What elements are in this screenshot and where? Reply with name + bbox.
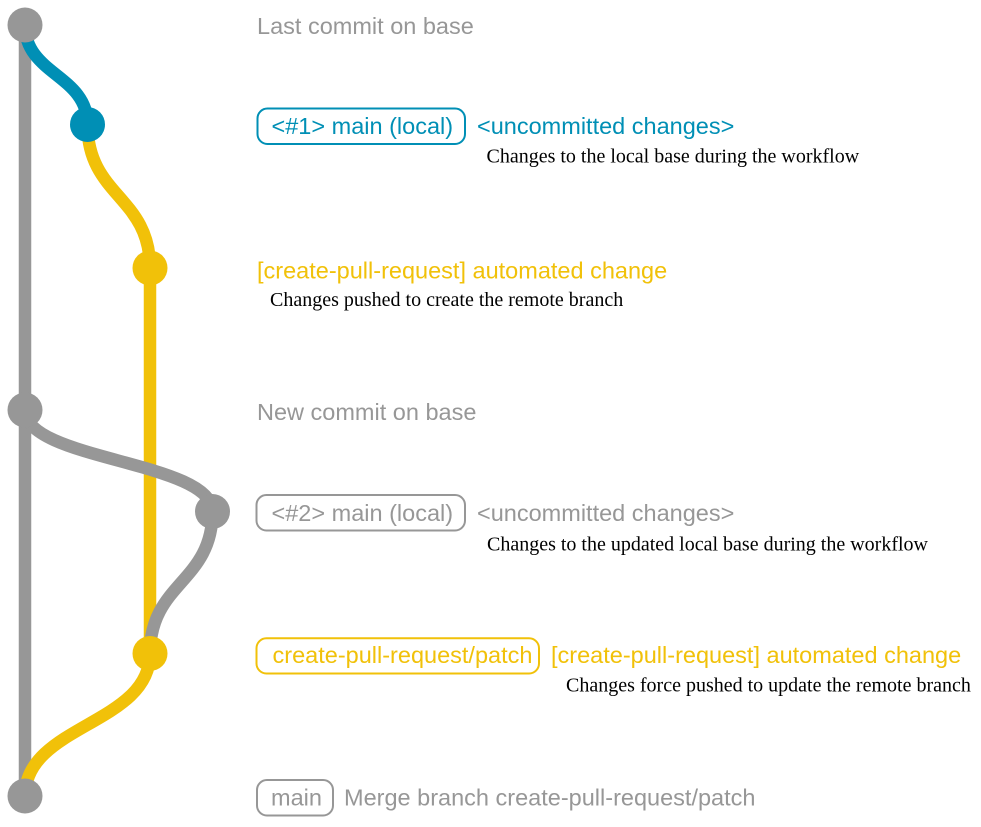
svg-text:Last commit on base: Last commit on base bbox=[257, 13, 474, 39]
svg-text:[create-pull-request] automate: [create-pull-request] automated change bbox=[257, 258, 667, 284]
svg-text:<uncommitted changes>: <uncommitted changes> bbox=[477, 500, 734, 526]
svg-text:Merge branch create-pull-reque: Merge branch create-pull-request/patch bbox=[344, 785, 755, 811]
svg-text:New commit on base: New commit on base bbox=[257, 399, 476, 425]
svg-text:Changes pushed to create the r: Changes pushed to create the remote bran… bbox=[270, 289, 623, 311]
svg-text:[create-pull-request] automate: [create-pull-request] automated change bbox=[551, 642, 961, 668]
svg-text:<uncommitted changes>: <uncommitted changes> bbox=[477, 113, 734, 139]
svg-text:Changes force pushed to update: Changes force pushed to update the remot… bbox=[566, 675, 971, 697]
svg-text:Changes to the local base duri: Changes to the local base during the wor… bbox=[487, 146, 860, 168]
svg-text:<#2> main (local): <#2> main (local) bbox=[272, 500, 454, 526]
svg-text:<#1> main (local): <#1> main (local) bbox=[272, 113, 454, 139]
svg-text:Changes to the updated local b: Changes to the updated local base during… bbox=[487, 534, 929, 556]
svg-text:create-pull-request/patch: create-pull-request/patch bbox=[273, 642, 533, 668]
svg-text:main: main bbox=[271, 785, 322, 811]
